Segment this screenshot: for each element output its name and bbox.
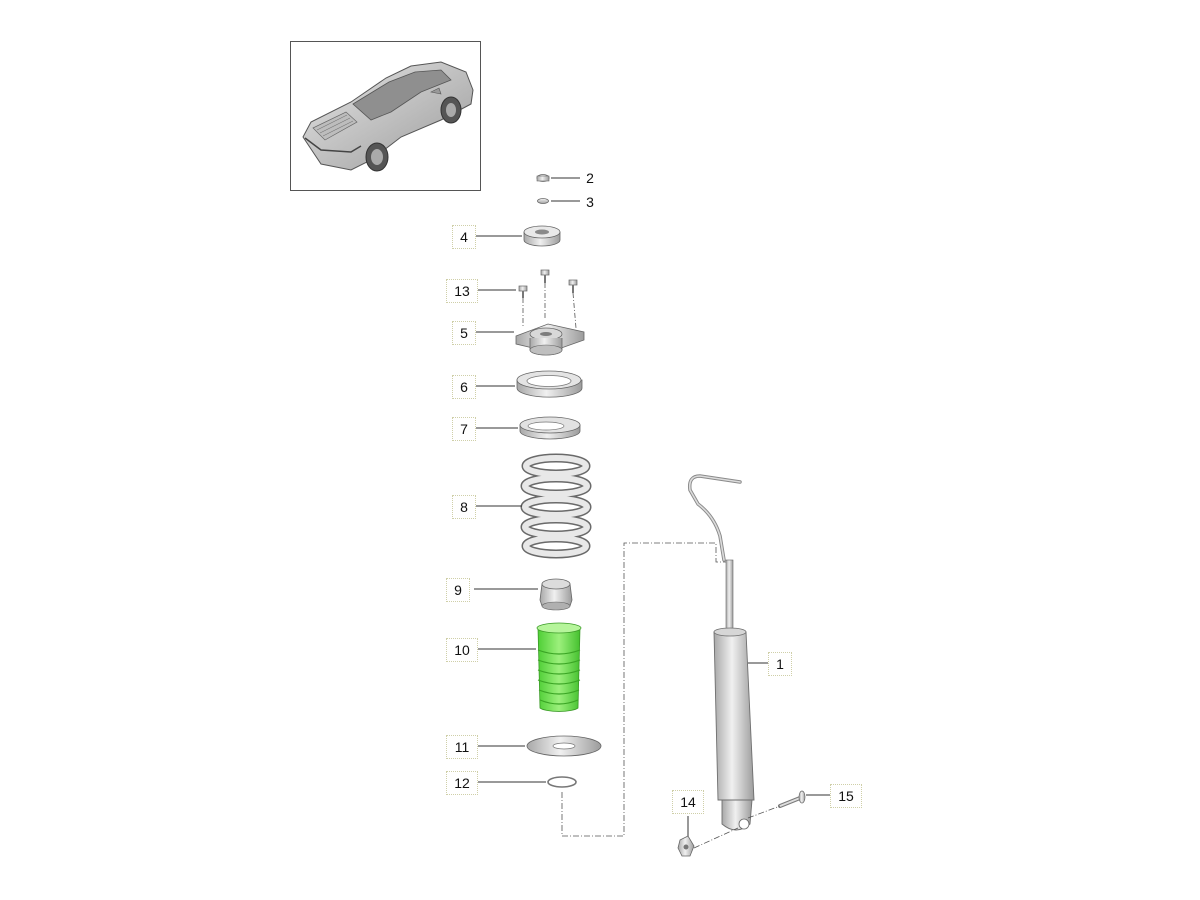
part-10-dust-boot[interactable] [536, 622, 582, 712]
part-6-spring-seat[interactable] [516, 370, 583, 398]
callout-8[interactable]: 8 [452, 495, 476, 519]
part-12-o-ring[interactable] [547, 776, 577, 788]
part-9-bump-stop[interactable] [539, 578, 573, 611]
axis-line-14 [693, 827, 739, 849]
vehicle-thumbnail [290, 41, 481, 191]
assembly-path-line [561, 542, 728, 837]
callout-7[interactable]: 7 [452, 417, 476, 441]
callout-9[interactable]: 9 [446, 578, 470, 602]
callout-13[interactable]: 13 [446, 279, 478, 303]
callout-3[interactable]: 3 [586, 194, 594, 210]
callout-2[interactable]: 2 [586, 170, 594, 186]
callout-10[interactable]: 10 [446, 638, 478, 662]
part-2-nut[interactable] [536, 174, 550, 182]
callout-5[interactable]: 5 [452, 321, 476, 345]
callout-6[interactable]: 6 [452, 375, 476, 399]
part-13-bolts[interactable] [518, 269, 578, 329]
callout-11[interactable]: 11 [446, 735, 478, 759]
callout-14[interactable]: 14 [672, 790, 704, 814]
car-illustration [302, 61, 474, 172]
part-1-shock-absorber[interactable] [687, 474, 755, 831]
part-4-cap[interactable] [523, 225, 561, 247]
part-5-top-mount[interactable] [515, 323, 585, 356]
callout-12[interactable]: 12 [446, 771, 478, 795]
part-3-washer[interactable] [537, 198, 549, 204]
callout-15[interactable]: 15 [830, 784, 862, 808]
part-11-washer-plate[interactable] [526, 735, 602, 757]
callout-4[interactable]: 4 [452, 225, 476, 249]
part-14-nut[interactable] [677, 835, 695, 857]
axis-line-15 [747, 805, 781, 819]
callout-1[interactable]: 1 [768, 652, 792, 676]
part-15-bolt[interactable] [778, 790, 806, 808]
part-7-spring-pad[interactable] [519, 416, 581, 440]
part-8-coil-spring[interactable] [520, 453, 592, 559]
